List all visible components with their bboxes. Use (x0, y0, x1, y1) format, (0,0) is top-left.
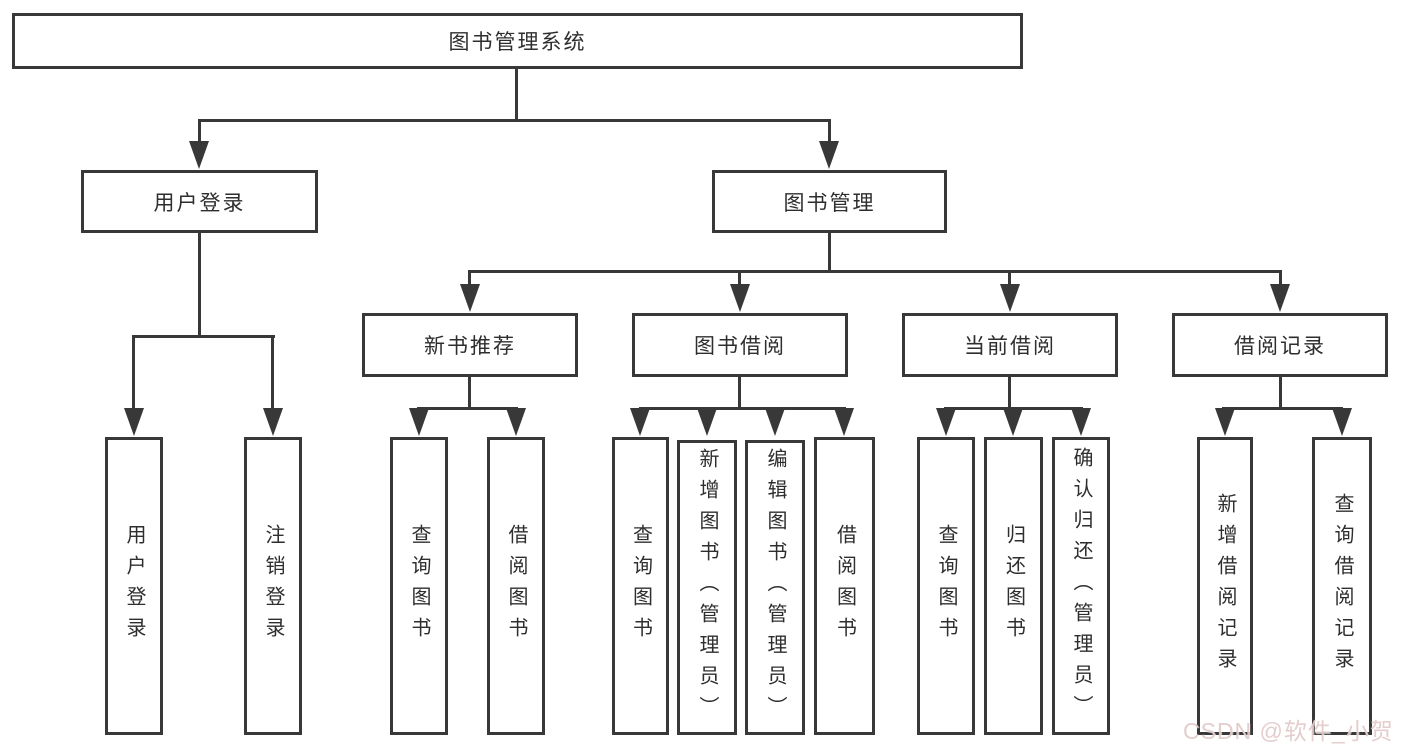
arrowhead-down-icon (1000, 284, 1020, 312)
leaf-borrow-books-2: 借阅图书 (814, 437, 875, 735)
arrowhead-down-icon (1071, 408, 1091, 436)
arrowhead-down-icon (630, 408, 650, 436)
connector-line (468, 377, 471, 410)
leaf-add-borrow-record: 新增借阅记录 (1197, 437, 1253, 735)
leaf-add-books-admin-label: 新增图书（管理员） (696, 448, 718, 727)
leaf-add-books-admin: 新增图书（管理员） (677, 440, 737, 735)
leaf-return-books: 归还图书 (984, 437, 1043, 735)
leaf-edit-books-admin-label: 编辑图书（管理员） (764, 448, 786, 727)
arrowhead-down-icon (1003, 408, 1023, 436)
node-current-borrowing-label: 当前借阅 (964, 335, 1056, 358)
connector-line (271, 335, 274, 410)
node-borrowing-records-label: 借阅记录 (1234, 335, 1326, 358)
arrowhead-down-icon (460, 284, 480, 312)
connector-line (198, 233, 201, 338)
connector-line (198, 119, 831, 122)
arrowhead-down-icon (834, 408, 854, 436)
leaf-confirm-return-admin: 确认归还（管理员） (1052, 437, 1110, 735)
leaf-query-borrow-record-label: 查询借阅记录 (1331, 493, 1353, 679)
connector-line (738, 377, 741, 410)
node-new-book-recommend-label: 新书推荐 (424, 335, 516, 358)
leaf-logout: 注销登录 (244, 437, 302, 735)
node-current-borrowing: 当前借阅 (902, 313, 1118, 377)
leaf-borrow-books-1-label: 借阅图书 (505, 524, 527, 648)
leaf-user-login: 用户登录 (105, 437, 163, 735)
connector-line (417, 407, 518, 410)
node-book-borrowing-label: 图书借阅 (694, 335, 786, 358)
connector-line (738, 270, 741, 286)
connector-line (1008, 377, 1011, 410)
leaf-query-books-3: 查询图书 (917, 437, 975, 735)
arrowhead-down-icon (506, 408, 526, 436)
connector-line (828, 233, 831, 273)
node-book-management: 图书管理 (712, 170, 947, 233)
node-user-login: 用户登录 (81, 170, 318, 233)
leaf-query-borrow-record: 查询借阅记录 (1312, 437, 1372, 735)
arrowhead-down-icon (409, 408, 429, 436)
node-new-book-recommend: 新书推荐 (362, 313, 578, 377)
leaf-confirm-return-admin-label: 确认归还（管理员） (1070, 446, 1092, 726)
arrowhead-down-icon (1270, 284, 1290, 312)
arrowhead-down-icon (189, 141, 209, 169)
connector-line (1008, 270, 1011, 286)
node-book-borrowing: 图书借阅 (632, 313, 848, 377)
arrowhead-down-icon (936, 408, 956, 436)
node-root: 图书管理系统 (12, 13, 1023, 69)
connector-line (198, 119, 201, 143)
arrowhead-down-icon (263, 408, 283, 436)
leaf-user-login-label: 用户登录 (123, 524, 145, 648)
connector-line (1279, 377, 1282, 410)
arrowhead-down-icon (1215, 408, 1235, 436)
csdn-watermark: CSDN @软件_小贺同学 (1183, 718, 1394, 744)
connector-line (515, 68, 518, 122)
node-book-management-label: 图书管理 (783, 191, 876, 215)
connector-line (132, 335, 135, 410)
arrowhead-down-icon (697, 408, 717, 436)
node-user-login-label: 用户登录 (153, 191, 246, 215)
node-root-label: 图书管理系统 (448, 31, 587, 54)
leaf-query-books-2-label: 查询图书 (629, 524, 652, 648)
node-borrowing-records: 借阅记录 (1172, 313, 1388, 377)
connector-line (828, 119, 831, 143)
connector-line (639, 407, 846, 410)
arrowhead-down-icon (765, 408, 785, 436)
leaf-query-books-2: 查询图书 (612, 437, 669, 735)
leaf-query-books-3-label: 查询图书 (935, 524, 957, 648)
connector-line (1279, 270, 1282, 286)
connector-line (468, 270, 1282, 273)
arrowhead-down-icon (1332, 408, 1352, 436)
leaf-borrow-books-2-label: 借阅图书 (833, 524, 856, 648)
connector-line (468, 270, 471, 286)
connector-line (1222, 407, 1343, 410)
arrowhead-down-icon (730, 284, 750, 312)
arrowhead-down-icon (124, 408, 144, 436)
leaf-add-borrow-record-label: 新增借阅记录 (1214, 493, 1236, 679)
leaf-query-books-1-label: 查询图书 (408, 524, 430, 648)
arrowhead-down-icon (819, 141, 839, 169)
leaf-return-books-label: 归还图书 (1002, 524, 1025, 648)
connector-line (132, 335, 275, 338)
leaf-edit-books-admin: 编辑图书（管理员） (745, 440, 805, 735)
leaf-logout-label: 注销登录 (262, 524, 284, 648)
leaf-borrow-books-1: 借阅图书 (487, 437, 545, 735)
leaf-query-books-1: 查询图书 (390, 437, 448, 735)
